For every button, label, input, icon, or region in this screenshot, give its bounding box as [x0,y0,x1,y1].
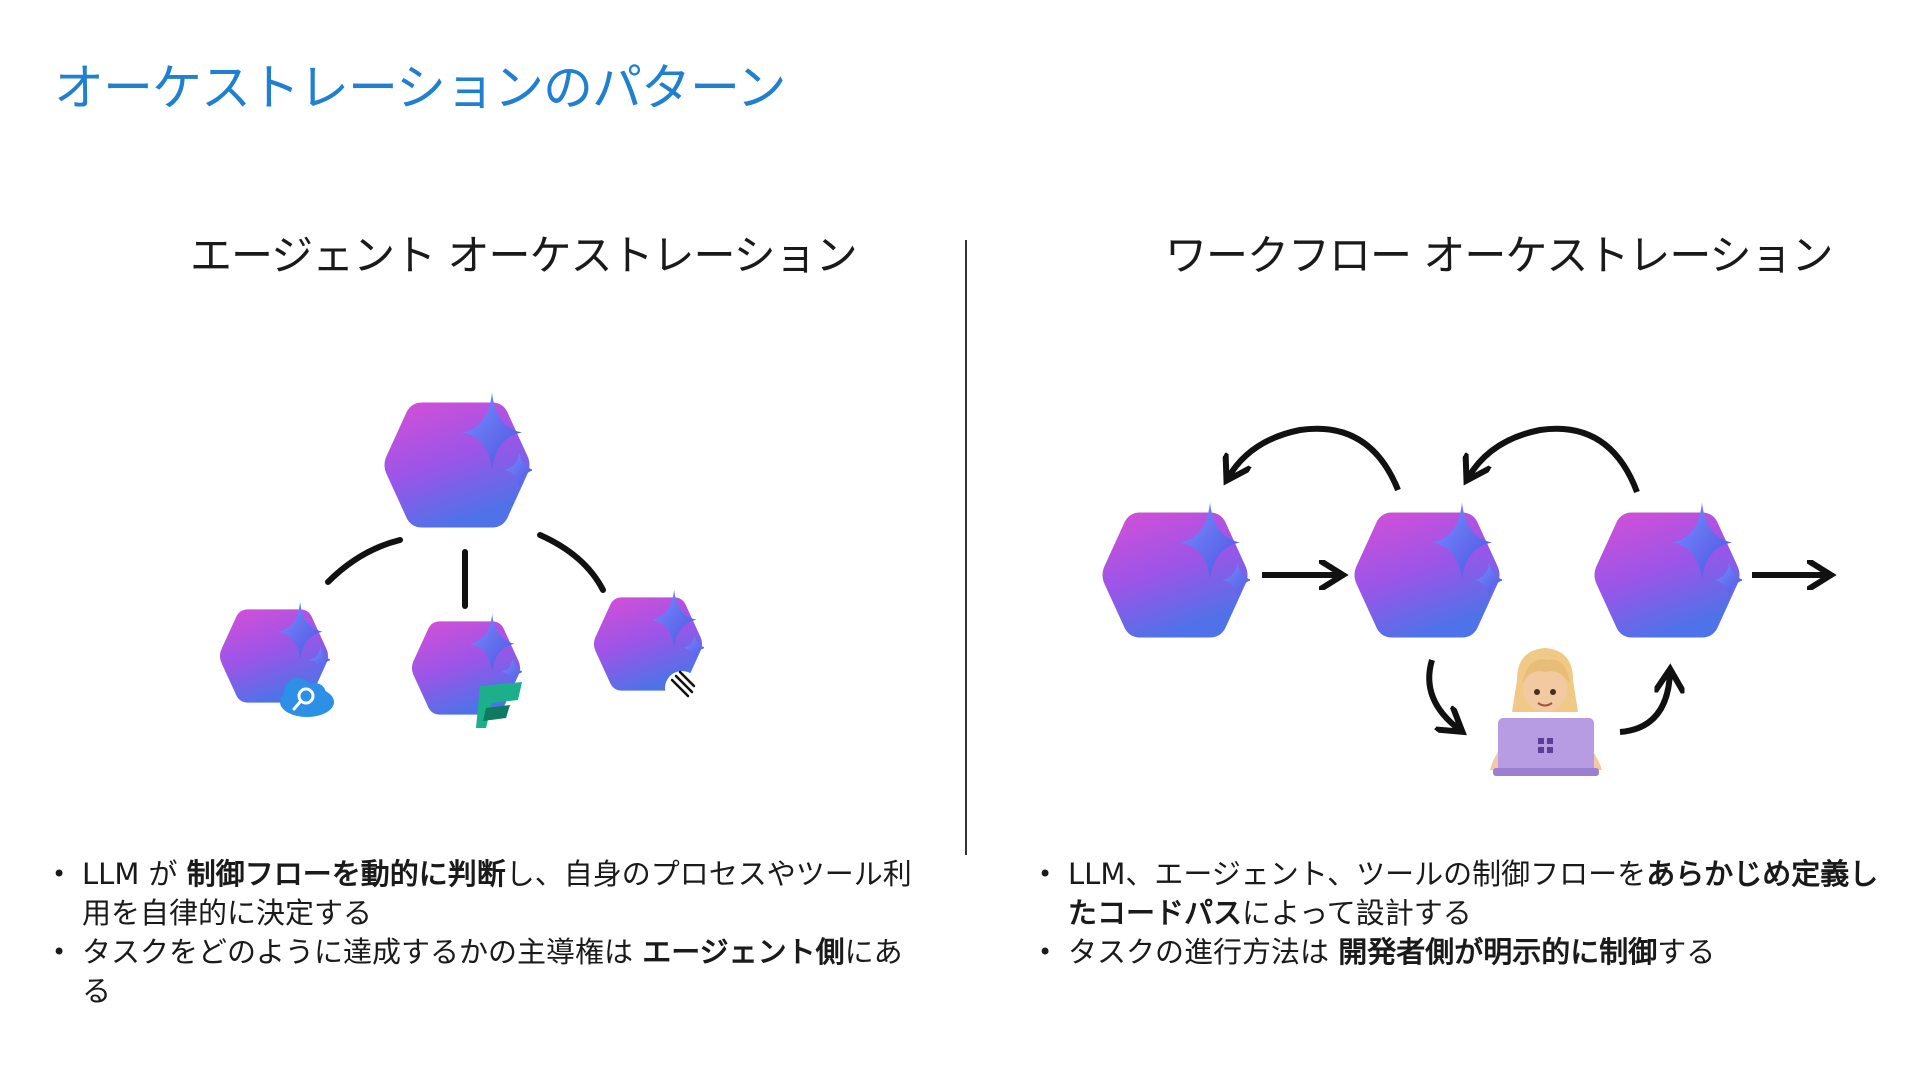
arrow-agent2-to-human [1429,660,1460,730]
person-laptop-icon [1490,648,1602,776]
workflow-agent-3-icon [1595,503,1745,638]
connector-right [540,535,603,590]
search-cloud-icon [280,678,334,717]
bullet-item: LLM が 制御フローを動的に判断し、自身のプロセスやツール利用を自律的に決定す… [50,855,930,933]
bullet-text-post: する [1657,935,1715,969]
bullet-text-pre: タスクの進行方法は [1068,935,1338,969]
bullet-text-bold: 開発者側が明示的に制御 [1338,935,1657,969]
loop-arrow-agent3-to-agent2 [1468,429,1637,492]
arrow-human-to-agent3 [1620,672,1670,732]
bullet-item: タスクの進行方法は 開発者側が明示的に制御する [1036,933,1896,972]
workflow-agent-1-icon [1103,503,1253,638]
bullet-text-post: によって設計する [1242,896,1472,930]
bullet-text-bold: 制御フローを動的に判断 [187,857,506,891]
workflow-orchestration-bullets: LLM、エージェント、ツールの制御フローをあらかじめ定義したコードパスによって設… [1036,855,1896,972]
bullet-text-pre: LLM、エージェント、ツールの制御フローを [1068,857,1646,891]
agent-orchestration-bullets: LLM が 制御フローを動的に判断し、自身のプロセスやツール利用を自律的に決定す… [50,855,930,1011]
connector-left [328,540,400,582]
bullet-text-pre: タスクをどのように達成するかの主導権は [82,935,642,969]
loop-arrow-agent2-to-agent1 [1228,429,1398,490]
orchestrator-agent-icon [385,393,535,528]
mcp-icon [665,671,699,705]
workflow-agent-2-icon [1355,503,1505,638]
bullet-item: タスクをどのように達成するかの主導権は エージェント側にある [50,933,930,1011]
bullet-item: LLM、エージェント、ツールの制御フローをあらかじめ定義したコードパスによって設… [1036,855,1896,933]
bullet-text-bold: エージェント側 [642,935,844,969]
bullet-text-pre: LLM が [82,857,187,891]
